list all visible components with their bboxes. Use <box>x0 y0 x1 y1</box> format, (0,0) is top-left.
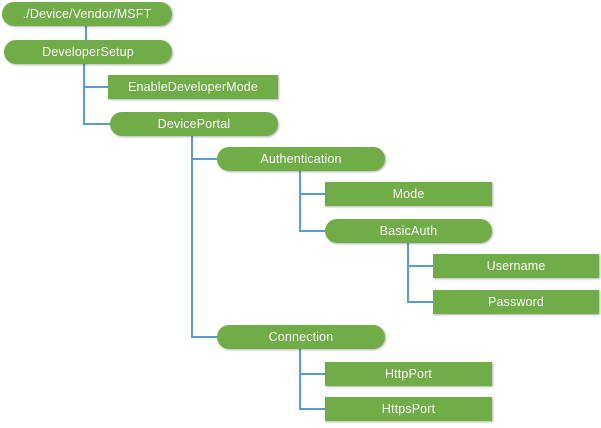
connector-authentication-to-basicauth <box>299 171 325 232</box>
connector-basicauth-to-password <box>407 243 433 303</box>
node-deviceportal[interactable]: DevicePortal <box>110 112 278 136</box>
node-httpsport[interactable]: HttpsPort <box>325 397 492 421</box>
connector-deviceportal-to-connection <box>191 136 217 338</box>
connector-developersetup-to-deviceportal <box>83 64 110 125</box>
connector-line <box>407 243 433 267</box>
connector-connection-to-httpport <box>299 349 325 375</box>
connector-developersetup-to-enabledevelopermode <box>83 64 108 88</box>
node-authentication[interactable]: Authentication <box>217 147 385 171</box>
node-httpport[interactable]: HttpPort <box>325 362 492 386</box>
connector-line <box>191 136 217 160</box>
node-password[interactable]: Password <box>433 290 599 314</box>
node-developersetup[interactable]: DeveloperSetup <box>4 40 172 64</box>
connector-connection-to-httpsport <box>299 349 325 410</box>
node-enabledevelopermode[interactable]: EnableDeveloperMode <box>108 75 278 99</box>
node-label: DeveloperSetup <box>42 44 134 59</box>
connector-line <box>191 136 217 338</box>
connector-line <box>407 243 433 303</box>
node-label: DevicePortal <box>157 116 231 131</box>
node-label: BasicAuth <box>379 223 438 238</box>
node-label: HttpPort <box>384 366 433 381</box>
node-basicauth[interactable]: BasicAuth <box>325 219 492 243</box>
node-label: HttpsPort <box>381 401 436 416</box>
connector-line <box>299 349 325 375</box>
node-label: Authentication <box>260 151 342 166</box>
node-mode[interactable]: Mode <box>325 182 492 206</box>
node-label: Connection <box>268 329 334 344</box>
connector-authentication-to-mode <box>299 171 325 195</box>
node-label: Password <box>487 294 545 309</box>
connector-basicauth-to-username <box>407 243 433 267</box>
node-label: Mode <box>392 186 425 201</box>
connector-line <box>299 171 325 195</box>
node-label: Username <box>486 258 546 273</box>
connector-line <box>83 64 110 125</box>
connector-deviceportal-to-authentication <box>191 136 217 160</box>
connector-line <box>299 171 325 232</box>
node-root[interactable]: ./Device/Vendor/MSFT <box>2 2 172 26</box>
node-username[interactable]: Username <box>433 254 599 278</box>
node-label: EnableDeveloperMode <box>127 79 259 94</box>
connector-line <box>299 349 325 410</box>
connector-line <box>83 64 108 88</box>
node-connection[interactable]: Connection <box>217 325 385 349</box>
node-label: ./Device/Vendor/MSFT <box>22 6 152 21</box>
